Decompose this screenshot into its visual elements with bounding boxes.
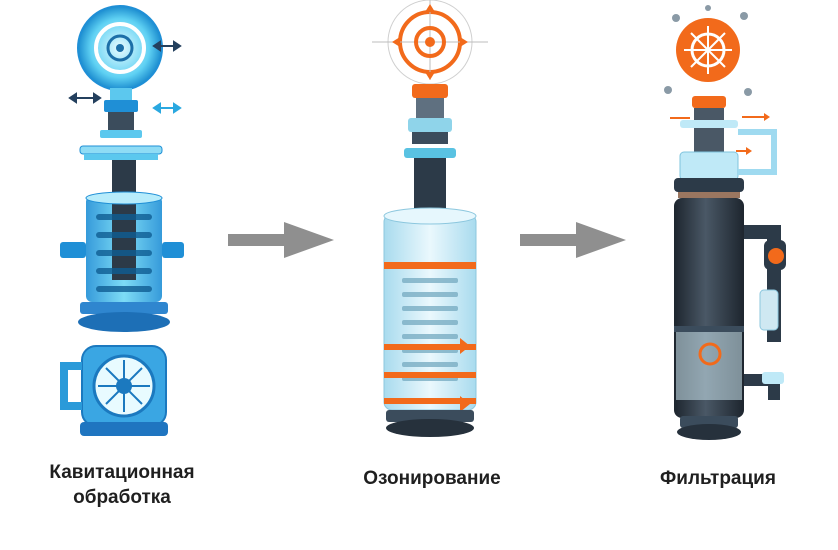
stage-label-ozonation: Озонирование [332, 466, 532, 491]
flow-arrows-icon [68, 40, 182, 104]
contaminant-particles-icon [664, 5, 752, 96]
stage-label-line: обработка [73, 487, 171, 508]
arrow-right-icon [576, 222, 626, 258]
stage-label-filtration: Фильтрация [618, 466, 818, 491]
process-arrow-1 [228, 222, 334, 258]
filtration-unit [664, 5, 786, 440]
stage-label-line: Кавитационная [49, 462, 195, 483]
arrow-right-icon [284, 222, 334, 258]
ozonation-unit [372, 0, 488, 437]
stage-label-line: Озонирование [363, 468, 501, 489]
stage-label-line: Фильтрация [660, 468, 776, 489]
stage-label-cavitation: Кавитационная обработка [22, 460, 222, 510]
cavitation-unit [60, 5, 184, 436]
process-arrow-2 [520, 222, 626, 258]
